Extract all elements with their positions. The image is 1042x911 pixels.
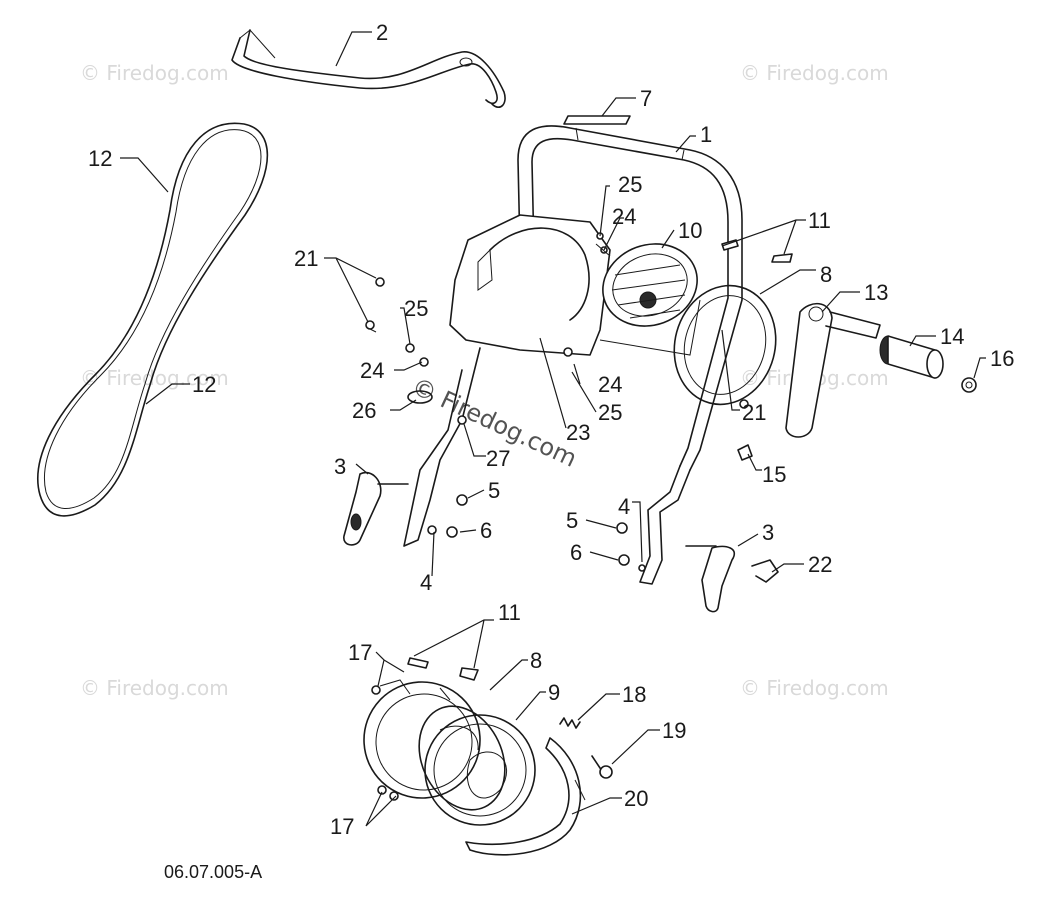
callout-26: 26 [352,398,376,423]
callout-13: 13 [864,280,888,305]
callout-24: 24 [360,358,384,383]
watermark: © Firedog.com [740,61,889,85]
callout-22: 22 [808,552,832,577]
callout-8: 8 [530,648,542,673]
watermark: © Firedog.com [80,676,229,700]
callout-11: 11 [808,208,831,233]
callout-7: 7 [640,86,652,111]
part-8-ring-upper [673,284,777,406]
callout-15: 15 [762,462,786,487]
callout-11: 11 [498,600,521,625]
part-11-clips-upper [721,239,793,263]
part-3-lever-left [343,471,409,546]
callout-25: 25 [404,296,428,321]
part-12-belt [36,122,269,517]
part-1-main-handle [403,125,743,585]
callout-14: 14 [940,324,964,349]
callout-3: 3 [334,454,346,479]
part-9-gear-ring [424,714,536,826]
part-10-impeller [602,243,698,327]
callout-17: 17 [348,640,372,665]
callout-12: 12 [192,372,216,397]
callout-5: 5 [488,478,500,503]
callout-17: 17 [330,814,354,839]
callout-24: 24 [598,372,622,397]
part-20-band [465,737,586,856]
watermark: © Firedog.com [740,676,889,700]
callouts: 1 2 3 3 4 4 5 5 6 6 7 8 8 9 10 11 11 12 … [88,20,1014,839]
callout-24: 24 [612,204,636,229]
leader-lines [120,31,986,827]
part-16-nut [961,377,977,393]
part-7-bracket [563,115,631,125]
callout-2: 2 [376,20,388,45]
callout-23: 23 [566,420,590,445]
callout-27: 27 [486,446,510,471]
callout-5: 5 [566,508,578,533]
callout-20: 20 [624,786,648,811]
callout-21: 21 [742,400,766,425]
part-17-ring-frame [363,679,481,799]
part-14-grip [879,335,944,379]
part-19-latch [591,755,613,779]
callout-19: 19 [662,718,686,743]
callout-6: 6 [480,518,492,543]
callout-1: 1 [700,122,712,147]
part-18-spring [559,717,581,729]
drawing-number: 06.07.005-A [164,862,262,882]
callout-25: 25 [618,172,642,197]
part-23-console-panel [449,214,701,356]
part-13-arm [785,302,881,438]
callout-6: 6 [570,540,582,565]
callout-4: 4 [618,494,630,519]
callout-4: 4 [420,570,432,595]
callout-9: 9 [548,680,560,705]
part-11-clips-lower [407,657,479,681]
callout-3: 3 [762,520,774,545]
callout-25: 25 [598,400,622,425]
callout-12: 12 [88,146,112,171]
watermark: © Firedog.com [80,61,229,85]
fasteners [365,232,749,572]
part-3-lever-right [685,545,736,613]
part-22-clip [751,559,779,583]
callout-18: 18 [622,682,646,707]
callout-8: 8 [820,262,832,287]
lower-fasteners [371,685,399,801]
callout-16: 16 [990,346,1014,371]
callout-10: 10 [678,218,702,243]
callout-21: 21 [294,246,318,271]
part-2-upper-handle [231,29,506,108]
